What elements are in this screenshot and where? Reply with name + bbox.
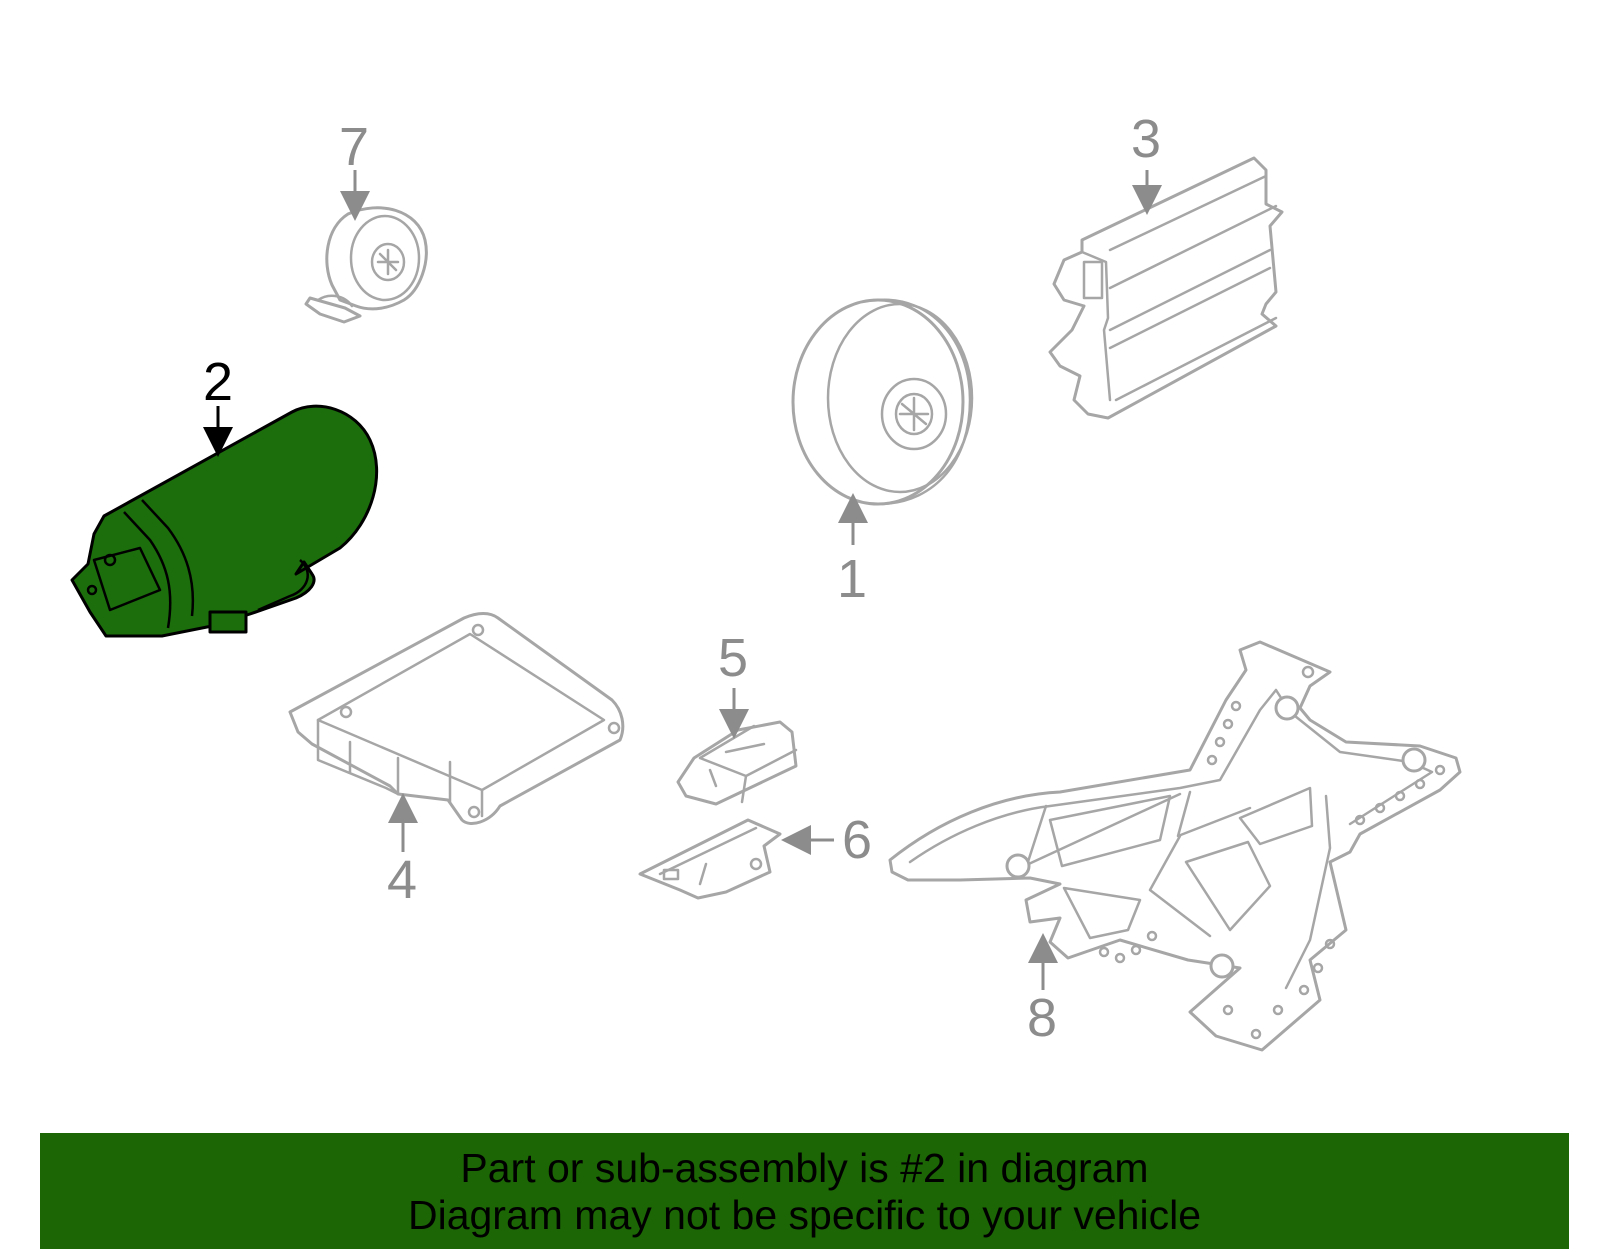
part-3-passenger-airbag bbox=[1048, 156, 1284, 420]
banner-line-2: Diagram may not be specific to your vehi… bbox=[407, 1192, 1201, 1238]
callout-4: 4 bbox=[387, 850, 417, 910]
callout-7: 7 bbox=[339, 117, 369, 177]
callout-6: 6 bbox=[842, 810, 872, 870]
part-2-knee-airbag-highlighted bbox=[70, 404, 379, 638]
part-8-frame-assembly bbox=[888, 640, 1462, 1052]
banner-line-1: Part or sub-assembly is #2 in diagram bbox=[460, 1145, 1149, 1191]
callout-8: 8 bbox=[1027, 988, 1057, 1048]
callout-2: 2 bbox=[203, 352, 233, 412]
part-5-impact-sensor bbox=[676, 720, 798, 806]
info-banner: Part or sub-assembly is #2 in diagram Di… bbox=[40, 1133, 1569, 1249]
callout-1: 1 bbox=[837, 549, 867, 609]
part-7-clock-spring bbox=[304, 206, 428, 324]
part-1-driver-airbag bbox=[791, 298, 974, 506]
part-6-bracket bbox=[638, 818, 782, 900]
part-4-control-module bbox=[288, 612, 625, 825]
callout-5: 5 bbox=[718, 628, 748, 688]
callout-3: 3 bbox=[1131, 109, 1161, 169]
